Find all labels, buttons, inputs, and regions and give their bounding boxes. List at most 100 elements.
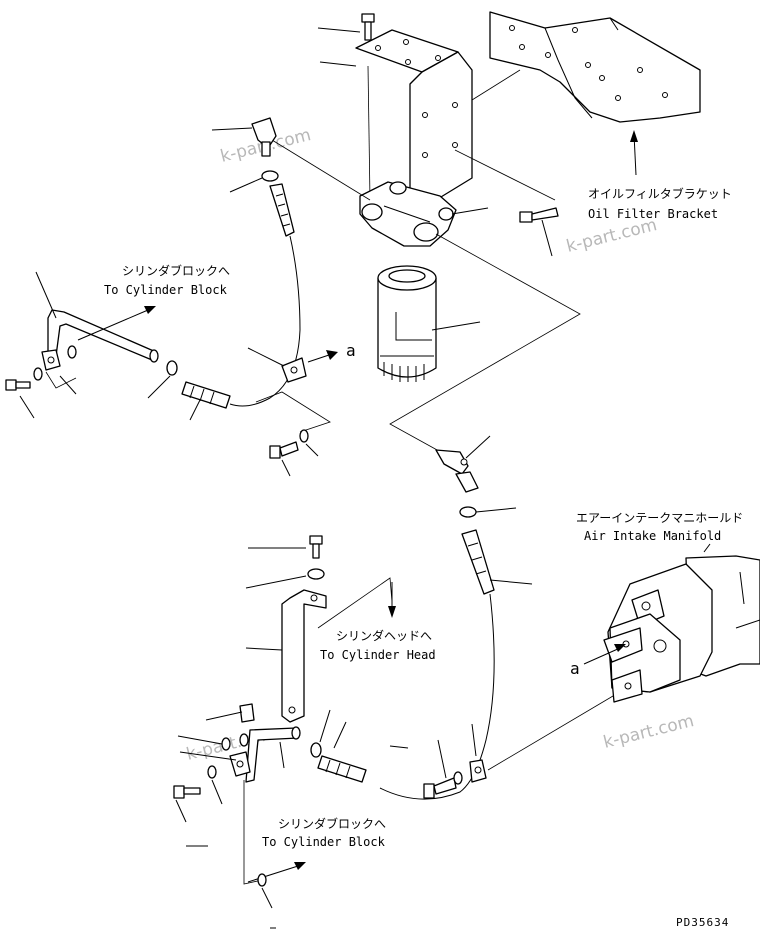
ref-a-arrow-2: [583, 647, 621, 665]
pipe-lower: [229, 703, 301, 783]
oil-filter-bracket: [489, 11, 701, 123]
oil-filter-bracket-label-jp: オイルフィルタブラケット: [588, 186, 732, 201]
to-cylinder-block-1-en: To Cylinder Block: [104, 283, 228, 297]
to-head-route-line: [317, 577, 393, 629]
gasket-left: [166, 360, 178, 376]
to-block-arrow-1: [77, 309, 149, 341]
leader-lower-1: [205, 711, 243, 721]
leader-lower-2: [177, 735, 223, 745]
leader-washer-bottom: [261, 887, 273, 909]
hose-left-lower: [181, 381, 231, 409]
leader-gasket-left: [147, 375, 171, 399]
watermark-2: k-part.com: [564, 215, 659, 257]
drawing-code: PD35634: [676, 916, 729, 929]
leader-filter-head: [451, 207, 489, 215]
to-cylinder-head-label-jp: シリンダヘッドへ: [336, 628, 432, 643]
leader-hose-right-lower: [333, 721, 347, 749]
top-bolt: [361, 13, 375, 41]
to-block-arrowhead-2: [294, 862, 306, 870]
bracket-bolt: [519, 207, 559, 223]
elbow-fitting-right: [435, 449, 479, 493]
leader-hose-clamp: [247, 347, 285, 367]
washer-lower-3: [207, 765, 217, 779]
ref-a-arrow-1: [307, 353, 333, 363]
leader-bolt-clamp-right-a: [389, 745, 409, 749]
leader-oil-filter: [431, 321, 481, 331]
washer-left-1: [33, 367, 43, 381]
leader-elbow-right: [465, 435, 491, 459]
watermark-4: k-part.com: [601, 711, 696, 753]
leader-washer-mid-left: [305, 443, 319, 457]
to-block-arrowhead-1: [144, 306, 156, 314]
washer-lower-top: [307, 568, 325, 580]
leader-washer-top: [229, 177, 263, 193]
leader-lower-7: [279, 741, 285, 769]
ref-a-label-2: a: [570, 659, 580, 678]
hose-clamp: [281, 357, 307, 383]
head-bracket: [281, 589, 327, 723]
leader-hose-lower: [189, 399, 201, 421]
leader-washer-lower-top: [245, 575, 307, 589]
leader-bracket-bolt: [541, 219, 553, 257]
washer-mid-left: [299, 429, 309, 443]
ref-a-label-1: a: [346, 341, 356, 360]
hose-right-lower: [317, 755, 367, 783]
leader-nut-lower: [319, 709, 331, 743]
washer-clamp-right: [453, 771, 463, 785]
leader-head-bracket: [245, 647, 283, 651]
washer-lower-2: [221, 737, 231, 751]
to-block-route-line: [243, 780, 263, 885]
air-intake-manifold: [603, 555, 760, 703]
ref-a-arrowhead-2: [614, 644, 626, 652]
leader-lower-5: [175, 799, 187, 823]
leader-pipe-left: [35, 271, 57, 319]
leader-bolt-clamp-right-b: [437, 739, 447, 779]
nut-lower: [310, 742, 322, 758]
leader-bolt-left: [19, 395, 35, 419]
to-head-arrowhead: [388, 606, 396, 618]
to-cylinder-head-label-en: To Cylinder Head: [320, 648, 436, 662]
hose-left-upper: [269, 183, 295, 237]
oil-filter-bracket-label-en: Oil Filter Bracket: [588, 207, 718, 221]
leader-washer-left: [59, 375, 77, 395]
angle-bracket: [355, 29, 473, 201]
filter-head: [359, 181, 457, 247]
washer-bottom: [257, 873, 267, 887]
ref-a-arrowhead-1: [326, 350, 338, 360]
bolt-mid-left: [269, 441, 299, 459]
leader-lower-3: [179, 751, 237, 761]
bracket-arrowhead: [630, 130, 638, 142]
leader-bolt-mid-left: [281, 459, 291, 477]
air-intake-manifold-label-en: Air Intake Manifold: [584, 529, 721, 543]
washer-right: [459, 506, 477, 518]
bolt-lower-left: [173, 785, 201, 799]
leader-hose-right: [489, 579, 533, 585]
bracket-bolt-line: [454, 149, 556, 201]
leader-top-bolt: [317, 27, 361, 33]
to-cylinder-block-1-jp: シリンダブロックへ: [122, 263, 230, 278]
route-line-top: [271, 139, 371, 201]
leader-elbow-top: [211, 127, 253, 131]
to-block-arrow-2: [247, 865, 299, 883]
bolt-left: [5, 379, 31, 391]
bracket-to-head-line: [367, 65, 371, 201]
left-joint-line: [45, 371, 77, 389]
leader-clamp-right: [471, 723, 477, 757]
route-line-filter: [389, 233, 581, 457]
washer-top: [261, 170, 279, 182]
bracket-link-line: [471, 69, 521, 101]
leader-lower-4: [211, 779, 223, 805]
hose-right-upper: [461, 529, 495, 595]
elbow-fitting-top: [251, 117, 277, 157]
washer-left-2: [67, 345, 77, 359]
left-hose-route: [255, 391, 331, 433]
bolt-clamp-right: [423, 777, 457, 799]
oil-filter-cartridge: [377, 265, 437, 382]
clamp-right: [469, 759, 487, 783]
leader-angle-bracket: [319, 61, 357, 67]
pipe-left: [41, 309, 159, 371]
to-cylinder-block-2-jp: シリンダブロックへ: [278, 816, 386, 831]
washer-lower-1: [239, 733, 249, 747]
to-cylinder-block-2-en: To Cylinder Block: [262, 835, 386, 849]
